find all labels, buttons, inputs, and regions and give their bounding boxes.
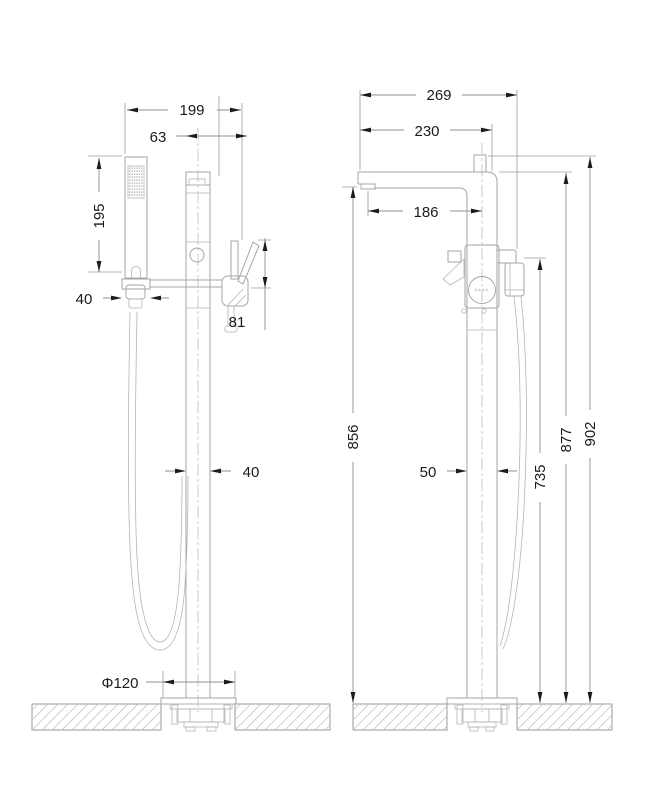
dim-label-spout-to-column: 230 [414, 123, 439, 140]
dimension-front-overall-depth: 269 [360, 87, 517, 104]
dimension-front-overall-height: 902 [582, 157, 599, 703]
dimension-front-spout-top-height: 877 [558, 173, 575, 703]
dim-label-handle-height: 81 [229, 314, 246, 331]
dim-label-front-column-width: 50 [420, 464, 437, 481]
dim-label-hand-shower-length: 195 [91, 203, 108, 228]
holder-arm [150, 279, 222, 288]
riser-column [185, 171, 211, 698]
front-view [357, 154, 527, 732]
dim-label-center-to-handle: 63 [150, 129, 167, 146]
shower-grip-tip [131, 266, 141, 278]
dim-label-column-width: 40 [243, 464, 260, 481]
dim-label-base-diameter: Φ120 [102, 675, 139, 692]
dimension-side-overall-width: 199 [127, 102, 241, 119]
dimension-side-column-width: 40 [165, 464, 259, 481]
top-handle-stub [473, 154, 487, 173]
screw [461, 308, 467, 314]
dim-label-overall-width: 199 [179, 102, 204, 119]
dimension-front-spout-to-column: 230 [360, 123, 492, 140]
shower-hose [127, 311, 189, 651]
base-mount [160, 697, 237, 732]
dim-label-overall-depth: 269 [426, 87, 451, 104]
hand-shower [124, 156, 148, 279]
side-handle [221, 240, 260, 333]
side-handle-front [447, 250, 462, 263]
spray-face [127, 165, 145, 199]
dimension-front-hose-holder-height: 735 [532, 259, 549, 703]
dimension-side-handle-height: 81 [229, 238, 268, 331]
dim-label-holder-width: 40 [76, 291, 93, 308]
valve-body-front [442, 244, 500, 314]
hose-outlet [496, 249, 527, 650]
diverter-knob [189, 247, 205, 263]
dim-label-overall-height: 902 [582, 421, 599, 446]
centerlines [197, 128, 483, 712]
dimension-side-hand-shower-length: 195 [91, 158, 108, 272]
floor [31, 703, 613, 731]
floor-slab [234, 703, 331, 731]
dimension-front-column-width: 50 [420, 464, 517, 481]
dim-label-outlet-height: 856 [345, 424, 362, 449]
dimension-front-spout-reach: 186 [368, 204, 482, 221]
side-lever-front [442, 258, 465, 286]
hose-front [499, 295, 521, 647]
dim-label-hose-holder-height: 735 [532, 464, 549, 489]
floor-slab [352, 703, 448, 731]
hose-nut [128, 298, 143, 309]
floor-slab [31, 703, 162, 731]
hand-shower-body [124, 156, 148, 279]
hose-cone [504, 262, 525, 297]
base-mount-front [446, 697, 518, 732]
spout [357, 171, 498, 250]
brand-badge [468, 276, 496, 304]
floor-hatching [31, 703, 613, 731]
dim-label-spout-top-height: 877 [558, 427, 575, 452]
dim-label-spout-reach: 186 [413, 204, 438, 221]
dimension-side-holder-width: 40 [76, 291, 169, 308]
dimension-side-base-diameter: Φ120 [102, 675, 235, 692]
side-view [121, 156, 260, 732]
dimension-side-center-to-handle: 63 [150, 129, 247, 146]
hose-stub [227, 306, 235, 326]
shower-holder [121, 278, 222, 309]
handle-pin [230, 240, 239, 280]
elbow-fitting [496, 249, 517, 264]
screw [481, 308, 487, 314]
aerator [360, 183, 376, 190]
base-plate [160, 697, 237, 705]
dimension-front-outlet-height: 856 [345, 187, 362, 703]
floor-slab [516, 703, 613, 731]
handle-lever [237, 241, 260, 285]
hose-front [502, 295, 527, 650]
